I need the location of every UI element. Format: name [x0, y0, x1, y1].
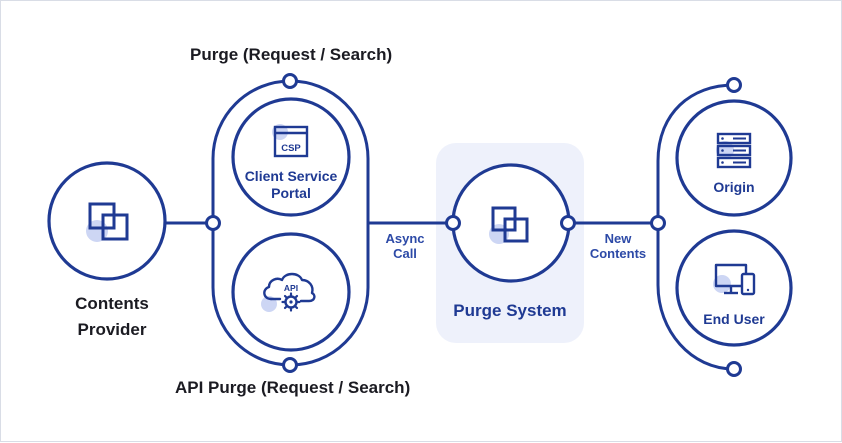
- right-junction-dot: [650, 215, 666, 231]
- overlapping-squares-icon: [489, 206, 529, 244]
- end-user-end-dot: [726, 361, 742, 377]
- purge-system-node[interactable]: [451, 163, 571, 283]
- async-call-label-line2: Call: [393, 246, 417, 261]
- browser-window-icon: CSP: [272, 124, 309, 158]
- contents-provider-label-line2: Provider: [77, 320, 147, 339]
- origin-label: Origin: [713, 179, 755, 195]
- devices-icon: [713, 263, 756, 296]
- origin-end-dot: [726, 77, 742, 93]
- svg-text:CSP: CSP: [281, 143, 301, 154]
- purge-left-junction-dot: [445, 215, 461, 231]
- end-user-node[interactable]: [675, 229, 793, 347]
- purge-system-label: Purge System: [453, 301, 567, 320]
- async-call-label: Async Call: [377, 231, 433, 261]
- overlapping-squares-icon: [86, 202, 129, 242]
- async-call-label-line1: Async: [385, 231, 425, 246]
- bottom-api-purge-label: API Purge (Request / Search): [175, 378, 411, 397]
- contents-provider-label-line1: Contents: [75, 294, 149, 313]
- end-user-label: End User: [703, 311, 765, 327]
- client-service-portal-label: Client Service Portal: [233, 168, 349, 202]
- server-icon: [716, 132, 752, 169]
- bottom-junction-dot: [282, 357, 298, 373]
- top-junction-dot: [282, 73, 298, 89]
- cloud-gear-icon: API: [261, 272, 316, 312]
- new-contents-label: New Contents: [583, 231, 653, 261]
- top-purge-label: Purge (Request / Search): [190, 45, 393, 64]
- new-contents-label-line2: Contents: [589, 246, 647, 261]
- client-service-portal-label-line1: Client Service: [244, 168, 338, 184]
- purge-right-junction-dot: [560, 215, 576, 231]
- contents-provider-label: Contents Provider: [57, 291, 167, 343]
- client-service-portal-label-line2: Portal: [271, 185, 311, 201]
- contents-provider-node[interactable]: [47, 161, 167, 281]
- svg-text:API: API: [284, 283, 298, 293]
- new-contents-label-line1: New: [604, 231, 632, 246]
- api-node[interactable]: [231, 232, 351, 352]
- left-junction-dot: [205, 215, 221, 231]
